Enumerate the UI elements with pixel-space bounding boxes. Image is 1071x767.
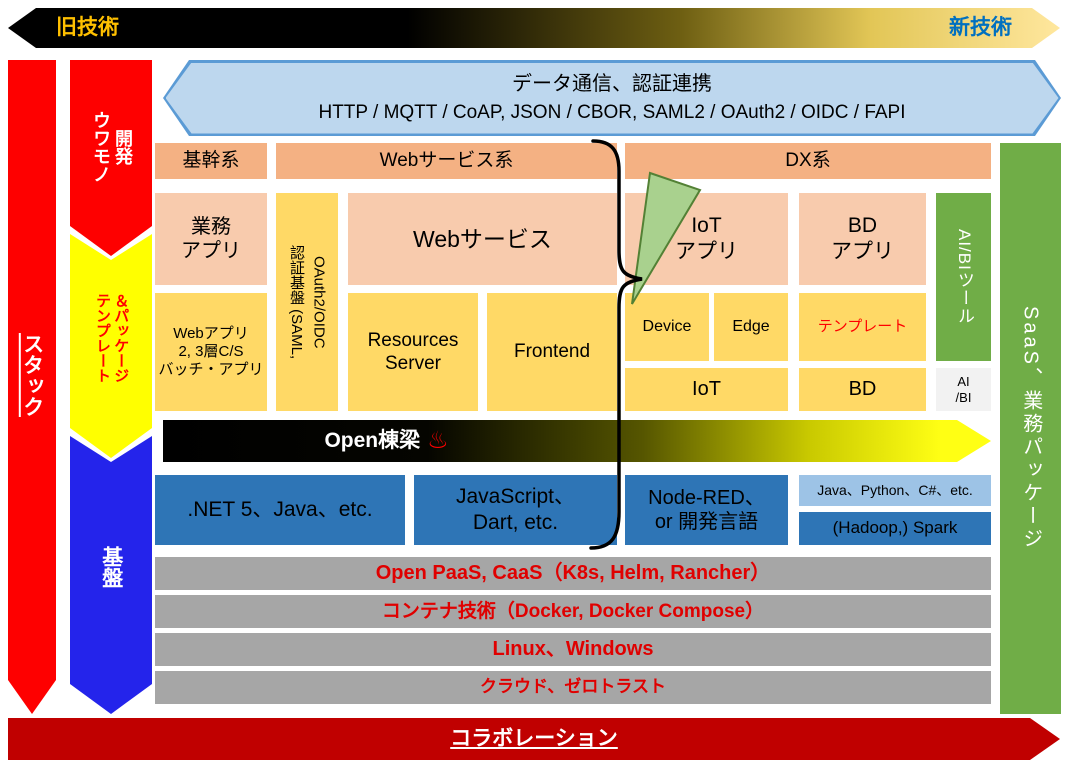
device-box: Device (625, 293, 709, 361)
ai-bi-tool-label: AI/BIツール (954, 229, 974, 325)
frontend-label: Frontend (513, 341, 591, 363)
resources-server-label: Resources Server (367, 329, 459, 374)
container-label: コンテナ技術（Docker, Docker Compose） (381, 600, 765, 622)
javascript-dart-box: JavaScript、 Dart, etc. (414, 475, 617, 545)
template-box: テンプレート (799, 293, 926, 361)
edge-label: Edge (732, 318, 770, 336)
node-red-box: Node-RED、 or 開発言語 (625, 475, 788, 545)
open-touryou-label-group: Open棟梁 ♨ (163, 420, 610, 462)
polyglot-box: Java、Python、C#、etc. (799, 475, 991, 506)
polyglot-label: Java、Python、C#、etc. (817, 481, 973, 498)
foundation-layer-arrow: 基盤 (70, 436, 152, 714)
paas-caas-label: Open PaaS, CaaS（K8s, Helm, Rancher） (375, 562, 771, 585)
header-dx: DX系 (625, 143, 991, 179)
bd-box: BD (799, 368, 926, 411)
foundation-layer-label: 基盤 (99, 546, 123, 588)
cloud-layer: クラウド、ゼロトラスト (155, 671, 991, 704)
web-app-template-label: Webアプリ 2, 3層C/S バッチ・アプリ (158, 324, 264, 379)
dotnet-java-box: .NET 5、Java、etc. (155, 475, 405, 545)
frontend-box: Frontend (487, 293, 617, 411)
open-touryou-arrow: Open棟梁 ♨ (163, 420, 991, 462)
open-touryou-label: Open棟梁 (324, 429, 421, 453)
os-label: Linux、Windows (492, 638, 654, 661)
ai-bi-small-box: AI /BI (936, 368, 991, 411)
edge-box: Edge (714, 293, 788, 361)
javascript-dart-label: JavaScript、 Dart, etc. (455, 485, 576, 534)
new-tech-label: 新技術 (949, 16, 1012, 40)
protocol-banner-title: データ通信、認証連携 (512, 73, 712, 96)
iot-app-box: IoT アプリ (625, 193, 788, 285)
business-app-box: 業務 アプリ (155, 193, 267, 285)
business-app-label: 業務 アプリ (181, 215, 241, 262)
ai-bi-small-label: AI /BI (955, 373, 972, 405)
header-web-service-label: Webサービス系 (379, 150, 514, 172)
os-layer: Linux、Windows (155, 633, 991, 666)
template-package-layer-label: テンプレート ＆パッケージ (94, 293, 130, 383)
upper-dev-layer-label: ウワモノ 開発 (91, 111, 133, 183)
header-core-systems: 基幹系 (155, 143, 267, 179)
upper-dev-layer-arrow: ウワモノ 開発 (70, 60, 152, 256)
protocol-banner-protocols: HTTP / MQTT / CoAP, JSON / CBOR, SAML2 /… (318, 101, 906, 123)
bd-label: BD (848, 378, 877, 401)
header-web-service: Webサービス系 (276, 143, 617, 179)
web-service-label: Webサービス (413, 225, 552, 252)
stack-axis-arrow: スタック (8, 60, 56, 714)
device-label: Device (642, 318, 692, 336)
header-dx-label: DX系 (785, 150, 831, 172)
node-red-label: Node-RED、 or 開発言語 (648, 486, 765, 533)
header-core-systems-label: 基幹系 (182, 150, 240, 172)
cloud-label: クラウド、ゼロトラスト (480, 677, 666, 697)
iot-box: IoT (625, 368, 788, 411)
collaboration-label: コラボレーション (450, 727, 618, 751)
dotnet-java-label: .NET 5、Java、etc. (187, 498, 373, 522)
container-layer: コンテナ技術（Docker, Docker Compose） (155, 595, 991, 628)
tech-evolution-ribbon: 旧技術 新技術 (8, 8, 1060, 48)
iot-label: IoT (692, 378, 721, 401)
saas-package-rail: SaaS、業務パッケージ (1000, 143, 1061, 714)
web-service-box: Webサービス (348, 193, 617, 285)
resources-server-box: Resources Server (348, 293, 478, 411)
protocol-banner: データ通信、認証連携 HTTP / MQTT / CoAP, JSON / CB… (163, 60, 1061, 136)
saas-package-label: SaaS、業務パッケージ (1019, 306, 1042, 551)
collaboration-ribbon: コラボレーション (8, 718, 1060, 760)
protocol-banner-body: データ通信、認証連携 HTTP / MQTT / CoAP, JSON / CB… (166, 63, 1059, 134)
hot-spring-icon: ♨ (427, 427, 449, 454)
bd-app-box: BD アプリ (799, 193, 926, 285)
auth-base-label: 認証基盤 (SAML, OAuth2/OIDC (288, 244, 328, 360)
stack-axis-label: スタック (20, 333, 44, 417)
template-package-layer-arrow: テンプレート ＆パッケージ (70, 234, 152, 458)
hadoop-spark-box: (Hadoop,) Spark (799, 512, 991, 545)
old-tech-label: 旧技術 (56, 16, 119, 40)
auth-base-box: 認証基盤 (SAML, OAuth2/OIDC (276, 193, 338, 411)
template-label: テンプレート (817, 317, 908, 335)
paas-caas-layer: Open PaaS, CaaS（K8s, Helm, Rancher） (155, 557, 991, 590)
web-app-template-box: Webアプリ 2, 3層C/S バッチ・アプリ (155, 293, 267, 411)
hadoop-spark-label: (Hadoop,) Spark (832, 518, 958, 538)
ai-bi-tool-box: AI/BIツール (936, 193, 991, 361)
bd-app-label: BD アプリ (831, 214, 894, 263)
iot-app-label: IoT アプリ (675, 214, 738, 263)
